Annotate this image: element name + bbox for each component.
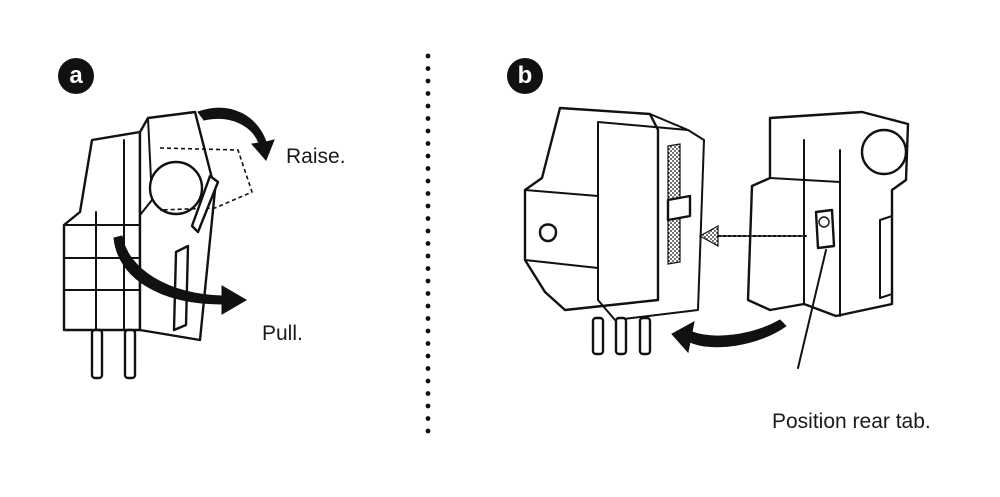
divider-dot [425, 203, 431, 209]
divider-dot [425, 303, 431, 309]
divider-dot [425, 78, 431, 84]
divider-dot [425, 191, 431, 196]
divider-dot [425, 166, 431, 171]
divider-dot [425, 128, 431, 134]
divider-dot [425, 366, 431, 371]
divider-dot [425, 266, 431, 271]
divider-dot [425, 278, 431, 284]
rotate-arrow [671, 319, 787, 354]
divider-dot [425, 53, 431, 59]
headshell-b [746, 110, 910, 318]
divider-dot [425, 216, 431, 221]
panel-divider [425, 53, 431, 434]
divider-dot [425, 91, 431, 96]
panel-b-badge: b [507, 58, 543, 94]
cartridge-a [62, 110, 253, 380]
raise-arrow [197, 107, 275, 161]
cartridge-b-body [523, 106, 705, 356]
divider-dot [425, 353, 431, 359]
divider-dot [425, 141, 431, 146]
divider-dot [425, 328, 431, 334]
divider-dot [425, 241, 431, 246]
divider-dot [425, 316, 431, 321]
divider-dot [425, 428, 431, 434]
panel-a-badge: a [58, 58, 94, 94]
divider-dot [425, 341, 431, 346]
insert-arrow [698, 224, 809, 248]
divider-dot [425, 153, 431, 159]
divider-dot [425, 391, 431, 396]
divider-dot [425, 103, 431, 109]
divider-dot [425, 378, 431, 384]
divider-dot [425, 178, 431, 184]
position-rear-tab-caption: Position rear tab. [772, 410, 931, 433]
divider-dot [425, 403, 431, 409]
pull-arrow [113, 235, 247, 315]
divider-dot [425, 253, 431, 259]
divider-dot [425, 66, 431, 71]
pull-caption: Pull. [262, 322, 303, 345]
divider-dot [425, 228, 431, 234]
divider-dot [425, 116, 431, 121]
divider-dot [425, 291, 431, 296]
rear-tab-leader [797, 249, 827, 369]
raise-caption: Raise. [286, 145, 346, 168]
divider-dot [425, 416, 431, 421]
